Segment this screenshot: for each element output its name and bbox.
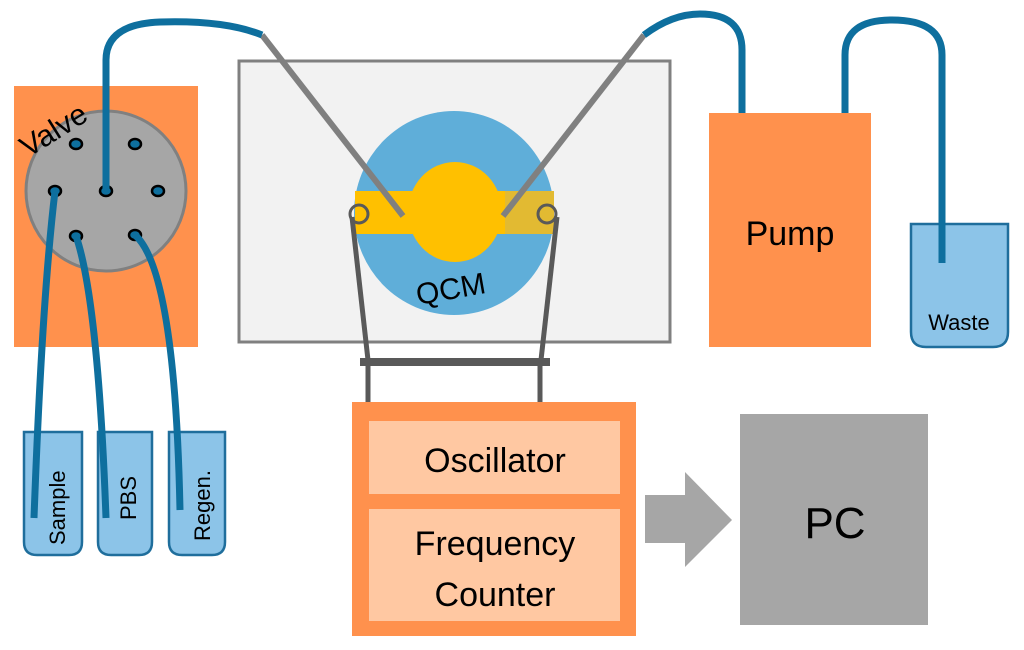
waste-label: Waste: [928, 310, 990, 335]
electrical-wires: [349, 216, 560, 402]
contact-right: [536, 203, 558, 225]
cell-to-pump-tube: [641, 10, 746, 113]
pbs-label: PBS: [116, 476, 141, 520]
oscillator-box: [369, 421, 620, 494]
valve-ports: [47, 137, 166, 243]
pc-label: PC: [804, 499, 865, 548]
pump-label: Pump: [746, 215, 835, 253]
pbs-vial: [96, 430, 154, 557]
flow-cell-needles: [259, 33, 647, 218]
flow-tubes: [102, 10, 946, 263]
regen-tube: [132, 232, 184, 511]
outlet-needle: [500, 33, 647, 218]
waste-container: [909, 222, 1010, 349]
regen-vial: [167, 430, 227, 557]
oscillator-label: Oscillator: [424, 442, 566, 480]
wire-left: [349, 216, 371, 361]
frequency-counter-box: [369, 509, 620, 621]
pc-block: [740, 414, 928, 625]
counter-label-line2: Counter: [435, 576, 556, 614]
sample-label: Sample: [45, 470, 70, 545]
pump-block: [709, 113, 871, 347]
connector-bar: [360, 358, 550, 366]
qcm-electrode-strip-right: [505, 191, 554, 234]
inlet-tubes: [30, 190, 184, 519]
valve-to-cell-tube: [102, 18, 264, 191]
data-arrow-icon: [645, 472, 732, 567]
counter-label-line1: Frequency: [415, 525, 576, 563]
inlet-needle: [259, 33, 406, 218]
pbs-tube: [72, 234, 110, 519]
pump-to-waste-tube: [841, 16, 946, 263]
sample-tube: [30, 190, 59, 519]
qcm-electrode: [408, 162, 502, 262]
valve-port: [127, 137, 143, 151]
valve-port: [150, 184, 166, 198]
regen-label: Regen.: [190, 470, 215, 541]
valve-port: [68, 137, 84, 151]
wire-right: [538, 216, 560, 361]
contact-left: [348, 203, 370, 225]
